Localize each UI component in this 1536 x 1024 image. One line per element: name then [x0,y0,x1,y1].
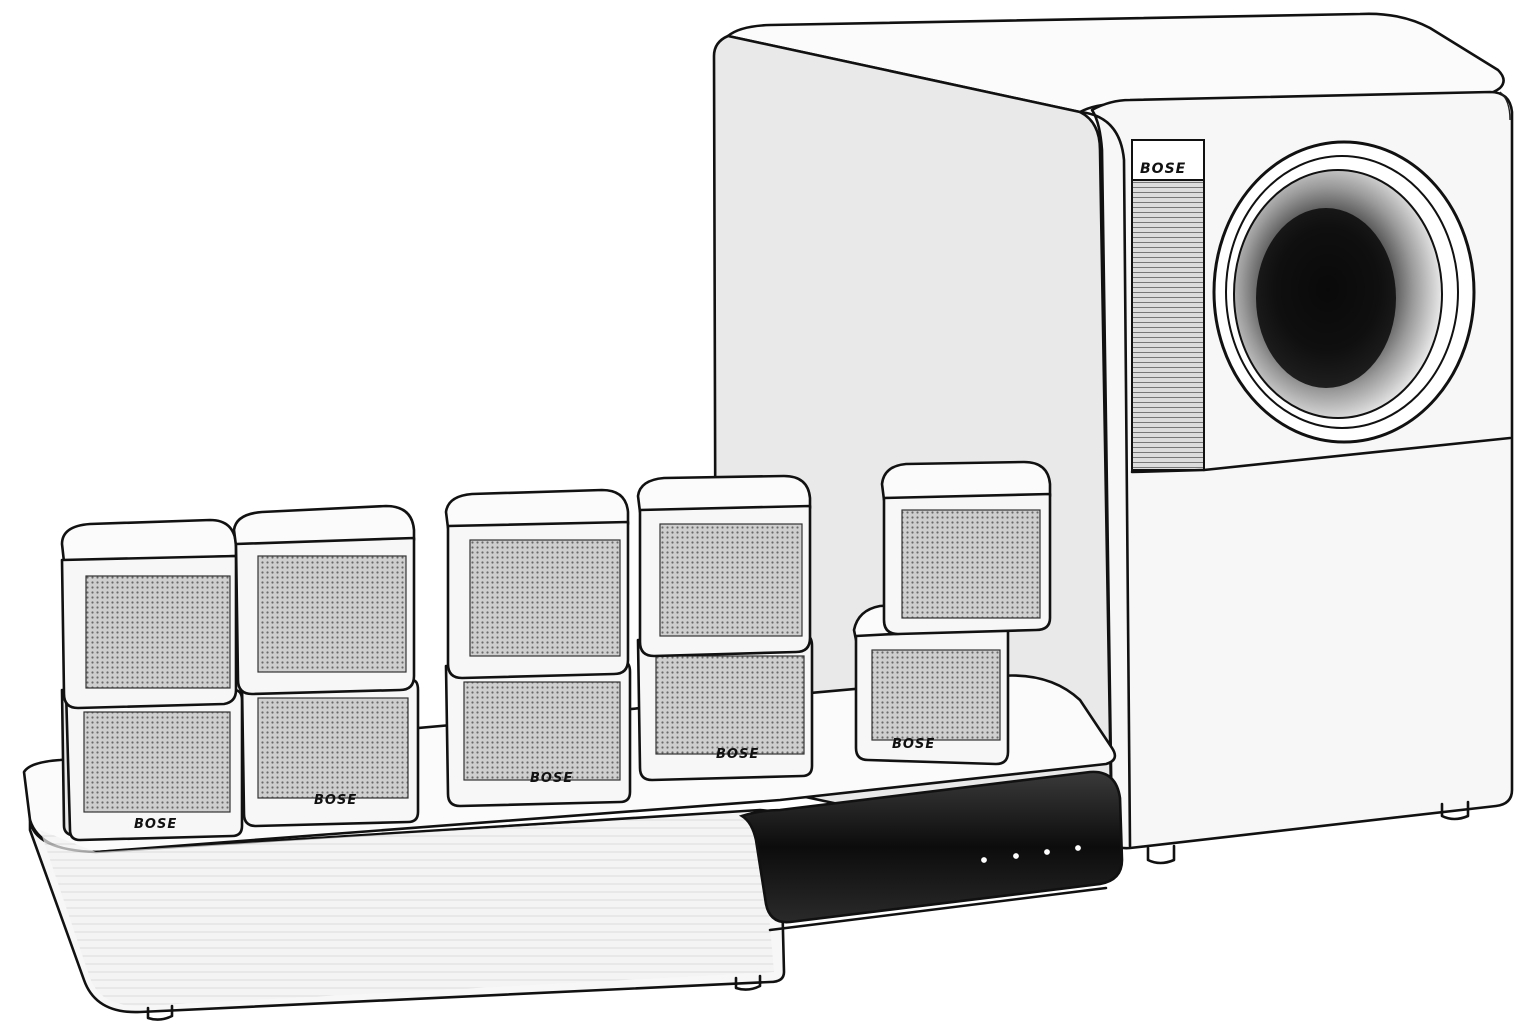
subwoofer-driver [1212,140,1476,444]
console-display-panel [738,770,1124,924]
satellite-logo: BOSE [530,771,573,786]
indicator-light [1043,848,1051,856]
indicator-light [1012,852,1020,860]
subwoofer-vent-grille [1131,139,1205,471]
console-indicator-lights [980,844,1082,864]
subwoofer-logo: BOSE [1140,161,1186,177]
indicator-light [980,856,988,864]
satellite-logo: BOSE [314,793,357,808]
satellite-speaker-stack-2: BOSE [232,504,420,828]
satellite-logo: BOSE [892,737,935,752]
satellite-logo: BOSE [134,817,177,832]
satellite-logo: BOSE [716,747,759,762]
subwoofer: BOSE [712,12,1514,865]
satellite-speaker-stack-5: BOSE [852,460,1052,766]
indicator-light [1074,844,1082,852]
satellite-speaker-stack-4: BOSE [636,474,814,782]
satellite-speaker-stack-1: BOSE [60,518,244,842]
satellite-speaker-stack-3: BOSE [444,488,632,808]
